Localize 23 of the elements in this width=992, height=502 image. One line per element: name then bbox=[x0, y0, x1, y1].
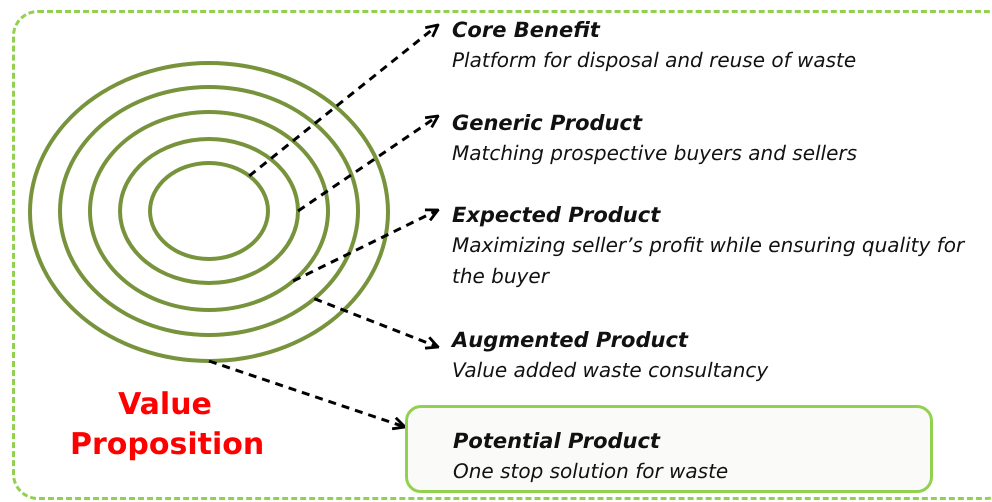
dashed-arrow bbox=[297, 114, 440, 212]
node-heading: Core Benefit bbox=[452, 17, 602, 44]
dashed-arrow bbox=[292, 208, 440, 282]
node-description: One stop solution for waste bbox=[453, 458, 730, 485]
node-heading: Potential Product bbox=[453, 428, 662, 455]
ring bbox=[28, 61, 390, 363]
highlight-box bbox=[405, 405, 933, 493]
ring bbox=[88, 110, 330, 312]
ring bbox=[148, 161, 270, 261]
ring bbox=[118, 137, 300, 285]
dashed-arrow bbox=[208, 360, 406, 430]
ring bbox=[58, 85, 360, 337]
dashed-frame bbox=[12, 10, 992, 500]
diagram-label: Value Proposition bbox=[70, 386, 260, 464]
node-description: Matching prospective buyers and sellers bbox=[452, 140, 858, 167]
dashed-arrow bbox=[314, 297, 440, 350]
node-heading: Augmented Product bbox=[452, 327, 690, 354]
node-description: Maximizing seller’s profit while ensuring quality for the buyer bbox=[452, 232, 966, 290]
node-description: Platform for disposal and reuse of waste bbox=[452, 47, 858, 74]
node-heading: Generic Product bbox=[452, 110, 644, 137]
node-description: Value added waste consultancy bbox=[452, 357, 770, 384]
dashed-arrow bbox=[248, 24, 440, 178]
node-heading: Expected Product bbox=[452, 202, 662, 229]
